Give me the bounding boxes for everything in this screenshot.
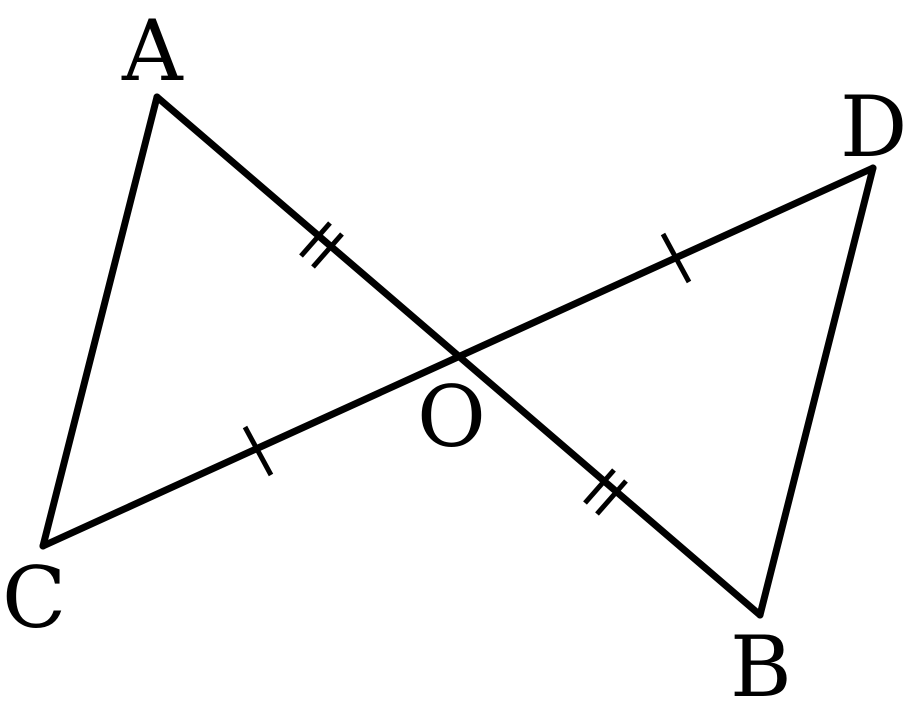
label-o: O (417, 368, 486, 466)
label-b: B (730, 618, 792, 716)
segment-db (756, 164, 877, 619)
label-c: C (2, 549, 66, 647)
label-a: A (121, 2, 184, 100)
label-d: D (840, 78, 907, 176)
tick-mark-co (242, 425, 274, 477)
segment-ac (39, 93, 161, 550)
segment-cd (39, 164, 877, 550)
tick-marks-ob (583, 468, 628, 516)
tick-marks-ao (299, 221, 344, 269)
tick-mark-od (660, 232, 692, 284)
